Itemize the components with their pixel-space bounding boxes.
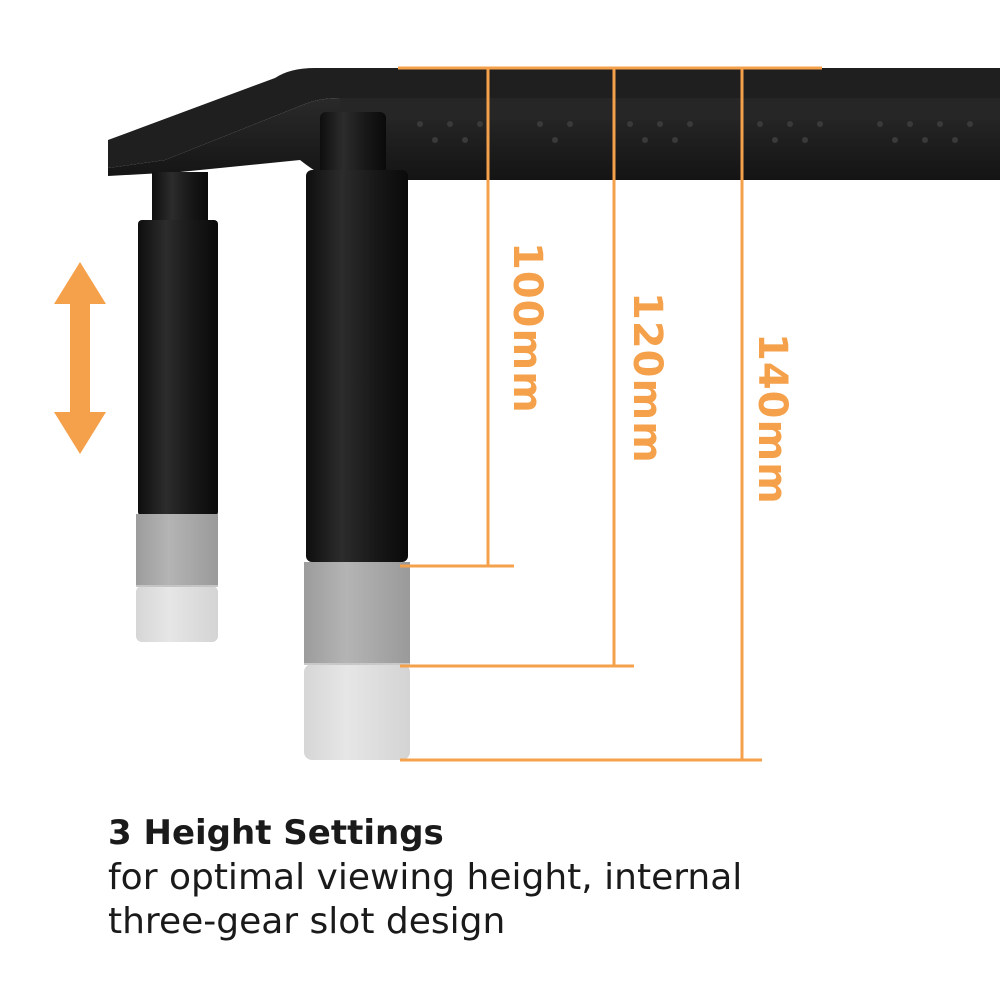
front-leg xyxy=(304,112,410,760)
vent-holes xyxy=(417,121,973,143)
height-label-120: 120mm xyxy=(624,292,670,464)
stand-top xyxy=(108,68,1000,180)
back-leg xyxy=(136,172,218,642)
caption-title: 3 Height Settings xyxy=(108,813,444,853)
dimension-lines xyxy=(398,66,822,762)
double-vertical-arrow-icon xyxy=(54,262,106,454)
height-label-140: 140mm xyxy=(749,333,795,505)
feature-caption: 3 Height Settings for optimal viewing he… xyxy=(108,810,968,944)
height-label-100: 100mm xyxy=(504,242,550,414)
caption-body: for optimal viewing height, internal thr… xyxy=(108,857,743,942)
